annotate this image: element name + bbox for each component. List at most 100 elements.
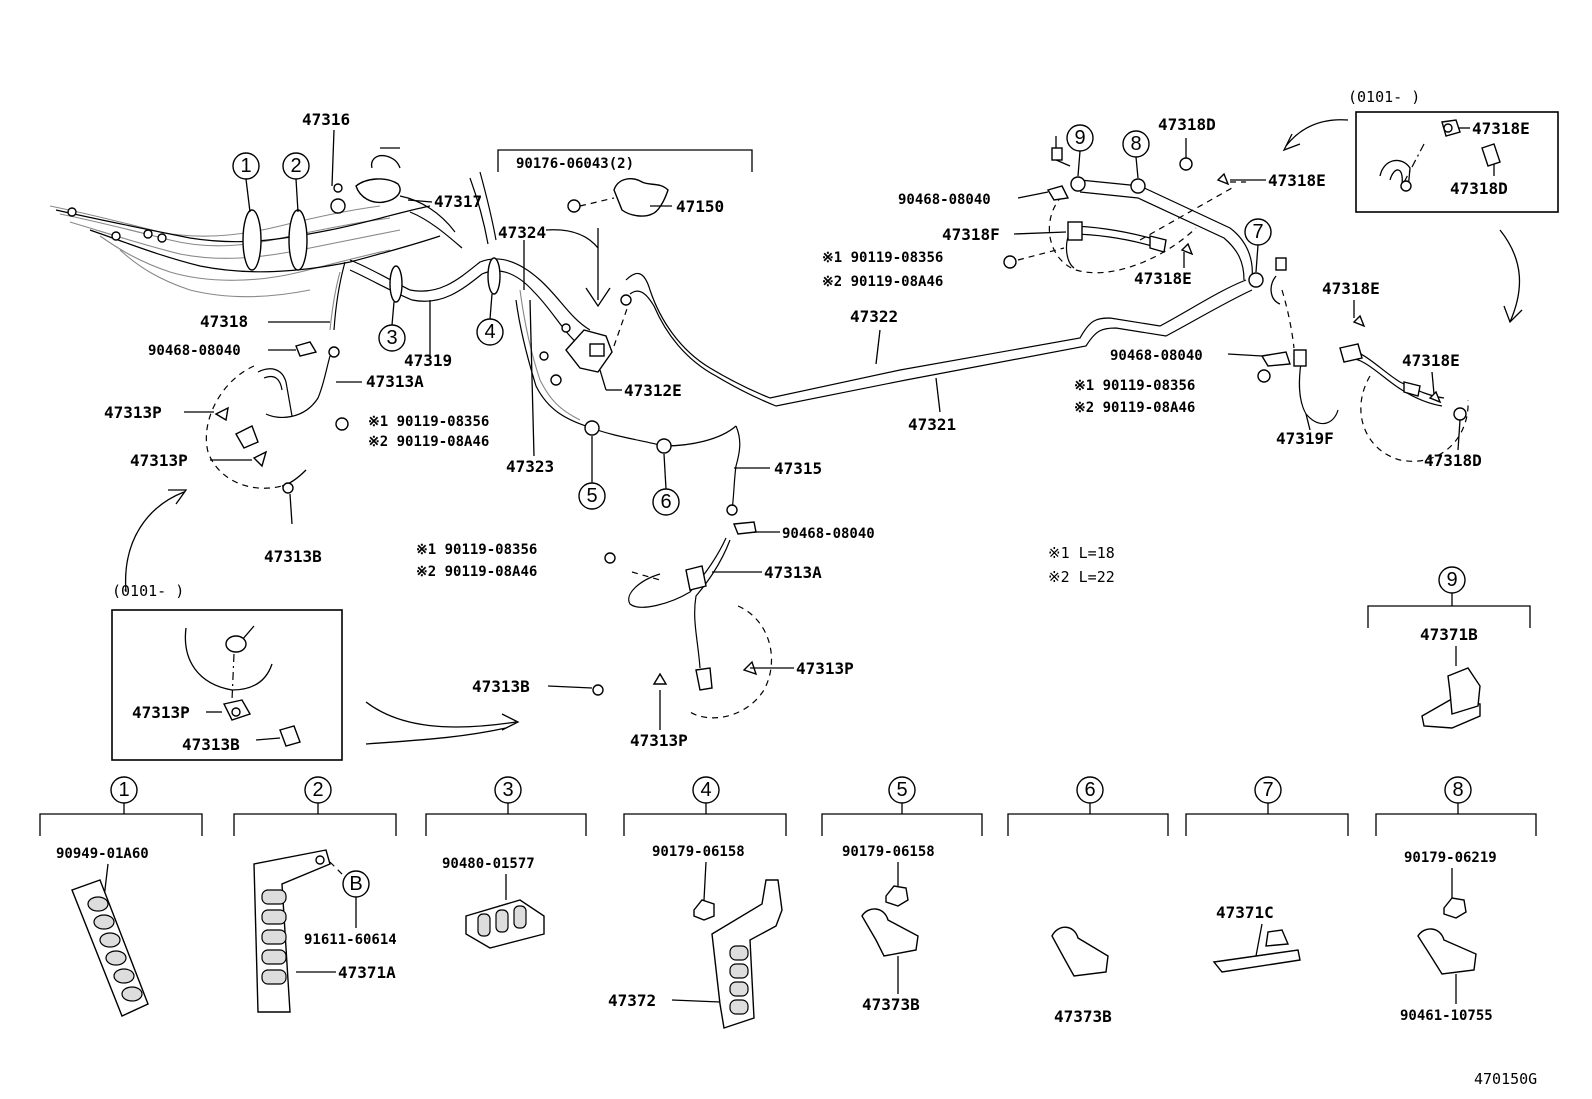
label-47318E-a: 47318E bbox=[1134, 269, 1192, 288]
label-47318E-d: 47318E bbox=[1322, 279, 1380, 298]
detail-9: 9 47371B bbox=[1367, 566, 1531, 729]
detail-4-part-b: 47372 bbox=[608, 991, 656, 1010]
inset-right-title: (0101- ) bbox=[1348, 88, 1420, 106]
label-47321: 47321 bbox=[908, 415, 956, 434]
detail-2: 2 B 91611-60614 47371A bbox=[233, 776, 397, 1013]
callout-7: 7 bbox=[1252, 221, 1263, 243]
detail-5: 5 90179-06158 47373B bbox=[821, 776, 983, 1014]
label-90468-c: 90468-08040 bbox=[898, 192, 991, 208]
label-90119-a1: ※1 90119-08356 bbox=[368, 414, 489, 430]
label-47150: 47150 bbox=[676, 197, 724, 216]
detail-callout-2: 2 bbox=[312, 779, 323, 801]
label-47316: 47316 bbox=[302, 110, 350, 129]
distribution-block-47312E bbox=[550, 294, 632, 386]
label-47322: 47322 bbox=[850, 307, 898, 326]
label-47313B-inset: 47313B bbox=[182, 735, 240, 754]
detail-7: 7 47371C bbox=[1185, 776, 1349, 973]
callout-1: 1 bbox=[240, 155, 251, 177]
label-90119-a2: ※2 90119-08A46 bbox=[368, 434, 489, 450]
label-90468-a: 90468-08040 bbox=[148, 343, 241, 359]
rear-pipes bbox=[584, 176, 1264, 454]
detail-8-part-b: 90461-10755 bbox=[1400, 1008, 1493, 1024]
inset-right-arrow-out bbox=[1499, 229, 1521, 323]
label-47313A-a: 47313A bbox=[366, 372, 424, 391]
detail-callout-6: 6 bbox=[1084, 779, 1095, 801]
label-90176: 90176-06043(2) bbox=[516, 156, 634, 172]
label-90119-d2: ※2 90119-08A46 bbox=[1074, 400, 1195, 416]
detail-8-part-a: 90179-06219 bbox=[1404, 850, 1497, 866]
label-47318D-b: 47318D bbox=[1450, 179, 1508, 198]
center-hose bbox=[592, 504, 772, 719]
label-90468-d: 90468-08040 bbox=[1110, 348, 1203, 364]
detail-9-part: 47371B bbox=[1420, 625, 1478, 644]
label-47318D-c: 47318D bbox=[1424, 451, 1482, 470]
detail-6-part: 47373B bbox=[1054, 1007, 1112, 1026]
detail-callout-b: B bbox=[349, 873, 362, 895]
label-47319F: 47319F bbox=[1276, 429, 1334, 448]
rear-left-hose bbox=[1003, 136, 1246, 274]
detail-callout-4: 4 bbox=[700, 779, 711, 801]
diagram-id: 470150G bbox=[1474, 1070, 1537, 1088]
detail-2-part-b: 47371A bbox=[338, 963, 396, 982]
bracket-47150 bbox=[567, 178, 669, 217]
label-47313B-a: 47313B bbox=[264, 547, 322, 566]
label-47318D-a: 47318D bbox=[1158, 115, 1216, 134]
inset-right bbox=[1355, 111, 1559, 213]
label-47313B-b: 47313B bbox=[472, 677, 530, 696]
label-90468-b: 90468-08040 bbox=[782, 526, 875, 542]
pointer-arrow-47312E bbox=[545, 229, 599, 249]
label-47313P-c: 47313P bbox=[796, 659, 854, 678]
label-90119-c1: ※1 90119-08356 bbox=[822, 250, 943, 266]
detail-4: 4 90179-06158 47372 bbox=[608, 776, 787, 1029]
label-47317: 47317 bbox=[434, 192, 482, 211]
detail-3-part: 90480-01577 bbox=[442, 856, 535, 872]
callout-5: 5 bbox=[586, 485, 597, 507]
callouts-main: 1 2 3 4 5 6 7 8 9 bbox=[232, 124, 1272, 516]
bracket-90176-group bbox=[497, 149, 753, 172]
label-90119-d1: ※1 90119-08356 bbox=[1074, 378, 1195, 394]
callout-8: 8 bbox=[1130, 133, 1141, 155]
label-90119-c2: ※2 90119-08A46 bbox=[822, 274, 943, 290]
detail-3: 3 90480-01577 bbox=[425, 776, 587, 949]
detail-callout-5: 5 bbox=[896, 779, 907, 801]
note-length-2: ※2 L=22 bbox=[1048, 568, 1115, 586]
detail-callout-7: 7 bbox=[1262, 779, 1273, 801]
callout-3: 3 bbox=[386, 327, 397, 349]
callout-2: 2 bbox=[290, 155, 301, 177]
leader-lines bbox=[184, 127, 1495, 741]
inset-left-arrow-out-1 bbox=[365, 701, 517, 728]
grommet-2-shape bbox=[288, 209, 308, 271]
callout-4: 4 bbox=[484, 321, 495, 343]
label-90119-b1: ※1 90119-08356 bbox=[416, 542, 537, 558]
label-47324: 47324 bbox=[498, 223, 546, 242]
detail-6: 6 47373B bbox=[1007, 776, 1169, 1026]
detail-5-part-a: 90179-06158 bbox=[842, 844, 935, 860]
label-47313P-d: 47313P bbox=[630, 731, 688, 750]
inset-left-arrow-in bbox=[124, 491, 185, 593]
detail-7-part: 47371C bbox=[1216, 903, 1274, 922]
label-47315: 47315 bbox=[774, 459, 822, 478]
grommet-4-shape bbox=[487, 257, 501, 295]
inset-left bbox=[111, 609, 343, 761]
label-47312E: 47312E bbox=[624, 381, 682, 400]
rear-right-hose bbox=[1257, 257, 1469, 462]
label-47313P-a: 47313P bbox=[104, 403, 162, 422]
detail-2-part-a: 91611-60614 bbox=[304, 932, 397, 948]
callout-9: 9 bbox=[1074, 127, 1085, 149]
label-47318E-c: 47318E bbox=[1472, 119, 1530, 138]
detail-1-part: 90949-01A60 bbox=[56, 846, 149, 862]
detail-callout-9: 9 bbox=[1446, 569, 1457, 591]
label-90119-b2: ※2 90119-08A46 bbox=[416, 564, 537, 580]
detail-callout-8: 8 bbox=[1452, 779, 1463, 801]
label-47318F: 47318F bbox=[942, 225, 1000, 244]
grommet-1-shape bbox=[242, 209, 262, 271]
label-47318E-b: 47318E bbox=[1268, 171, 1326, 190]
detail-5-part-b: 47373B bbox=[862, 995, 920, 1014]
detail-8: 8 90179-06219 90461-10755 bbox=[1375, 776, 1537, 1024]
front-left-hose bbox=[205, 341, 349, 525]
detail-1: 1 90949-01A60 bbox=[39, 776, 203, 1017]
inset-left-arrow-out-2 bbox=[365, 727, 507, 745]
label-47313P-inset: 47313P bbox=[132, 703, 190, 722]
inset-right-arrow-in bbox=[1285, 119, 1349, 147]
